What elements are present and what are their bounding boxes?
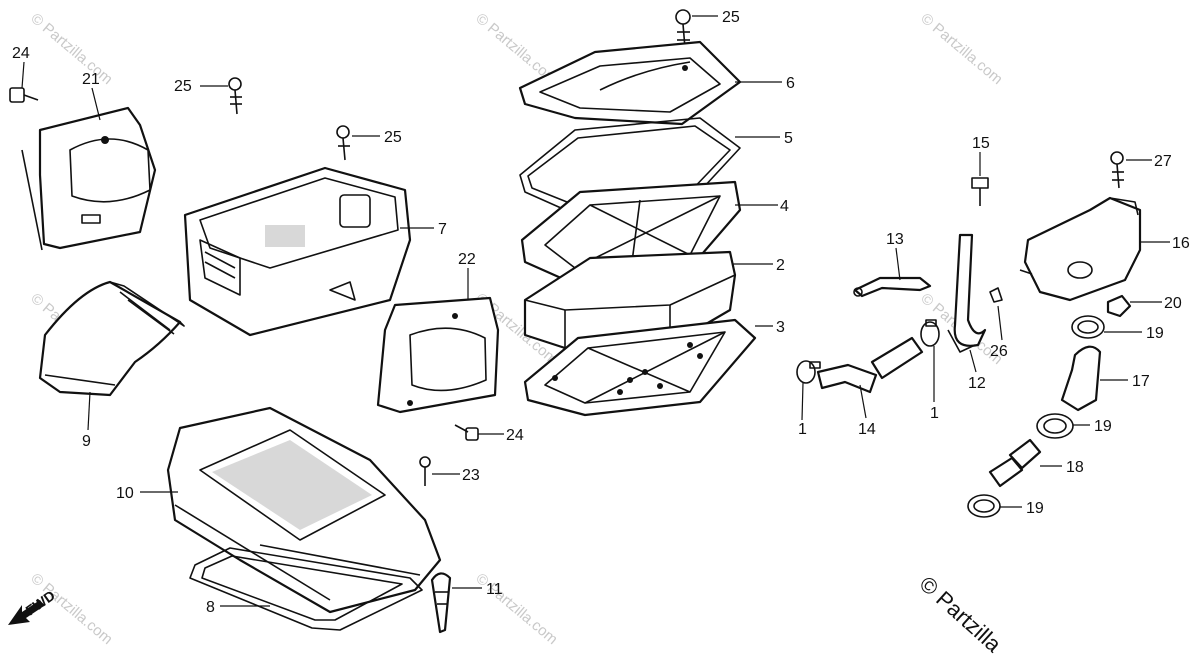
- callout-16: 16: [1172, 235, 1190, 252]
- callout-18: 18: [1066, 459, 1084, 476]
- callout-24: 24: [12, 45, 30, 62]
- callout-8: 8: [206, 599, 215, 616]
- part-25-bolt: [336, 125, 350, 161]
- callout-2: 2: [776, 257, 785, 274]
- callout-27: 27: [1154, 153, 1172, 170]
- part-14-hose: [816, 336, 924, 394]
- callout-19: 19: [1094, 418, 1112, 435]
- part-17-hose: [1060, 345, 1102, 412]
- part-6-cover: [518, 40, 742, 126]
- part-20-nut: [1106, 294, 1132, 318]
- part-8-gasket: [189, 547, 423, 631]
- callout-23: 23: [462, 467, 480, 484]
- part-12-breather-tube: [947, 233, 987, 353]
- callout-1: 1: [930, 405, 939, 422]
- part-1-clamp: [920, 319, 940, 347]
- part-10-bottom-case: [166, 406, 442, 614]
- part-25-bolt: [228, 77, 242, 115]
- fwd-arrow-icon: [8, 600, 44, 625]
- part-19-clamp: [967, 494, 1001, 518]
- callout-14: 14: [858, 421, 876, 438]
- part-23-bolt: [419, 456, 431, 486]
- part-3-base-plate: [523, 318, 757, 417]
- callout-22: 22: [458, 251, 476, 268]
- callout-21: 21: [82, 71, 100, 88]
- callout-13: 13: [886, 231, 904, 248]
- part-11-drain: [430, 572, 452, 634]
- part-22-gasket-plate: [376, 296, 500, 414]
- callout-25: 25: [384, 129, 402, 146]
- callout-5: 5: [784, 130, 793, 147]
- callout-20: 20: [1164, 295, 1182, 312]
- callout-3: 3: [776, 319, 785, 336]
- part-21-side-cover: [21, 106, 157, 251]
- callout-26: 26: [990, 343, 1008, 360]
- callout-labels: 24 21 25 25 25 6 5 4 2 3 7 22 9 24 23 10…: [12, 9, 1190, 616]
- callout-9: 9: [82, 433, 91, 450]
- leader-lines: [21, 15, 1170, 607]
- callout-1: 1: [798, 421, 807, 438]
- part-27-bolt: [1110, 151, 1124, 189]
- copyright-text: © Partzilla: [915, 571, 1007, 657]
- part-24-bolt: [454, 424, 479, 441]
- part-15-bolt: [971, 177, 989, 206]
- callout-24: 24: [506, 427, 524, 444]
- part-2-filter-element: [523, 250, 737, 350]
- part-19-clamp: [1036, 413, 1074, 439]
- part-7-lower-case: [183, 166, 412, 337]
- part-5-gasket: [519, 117, 741, 213]
- callout-7: 7: [438, 221, 447, 238]
- callout-25: 25: [722, 9, 740, 26]
- watermark: © Partzilla.com: [917, 10, 1005, 88]
- part-16-reservoir: [1019, 196, 1142, 302]
- part-19-clamp: [1071, 315, 1105, 339]
- callout-17: 17: [1132, 373, 1150, 390]
- watermark: © Partzilla.com: [27, 10, 115, 88]
- callout-6: 6: [786, 75, 795, 92]
- callout-19: 19: [1146, 325, 1164, 342]
- callout-10: 10: [116, 485, 134, 502]
- callout-19: 19: [1026, 500, 1044, 517]
- callout-15: 15: [972, 135, 990, 152]
- callout-4: 4: [780, 198, 789, 215]
- callout-12: 12: [968, 375, 986, 392]
- part-9-elbow-duct: [38, 280, 185, 397]
- callout-11: 11: [486, 581, 503, 598]
- part-13-bracket: [853, 276, 932, 298]
- callout-25: 25: [174, 78, 192, 95]
- part-1-clamp: [796, 360, 821, 384]
- part-18-fitting: [988, 438, 1042, 488]
- part-24-bolt: [9, 87, 39, 103]
- part-26-clip: [989, 287, 1003, 303]
